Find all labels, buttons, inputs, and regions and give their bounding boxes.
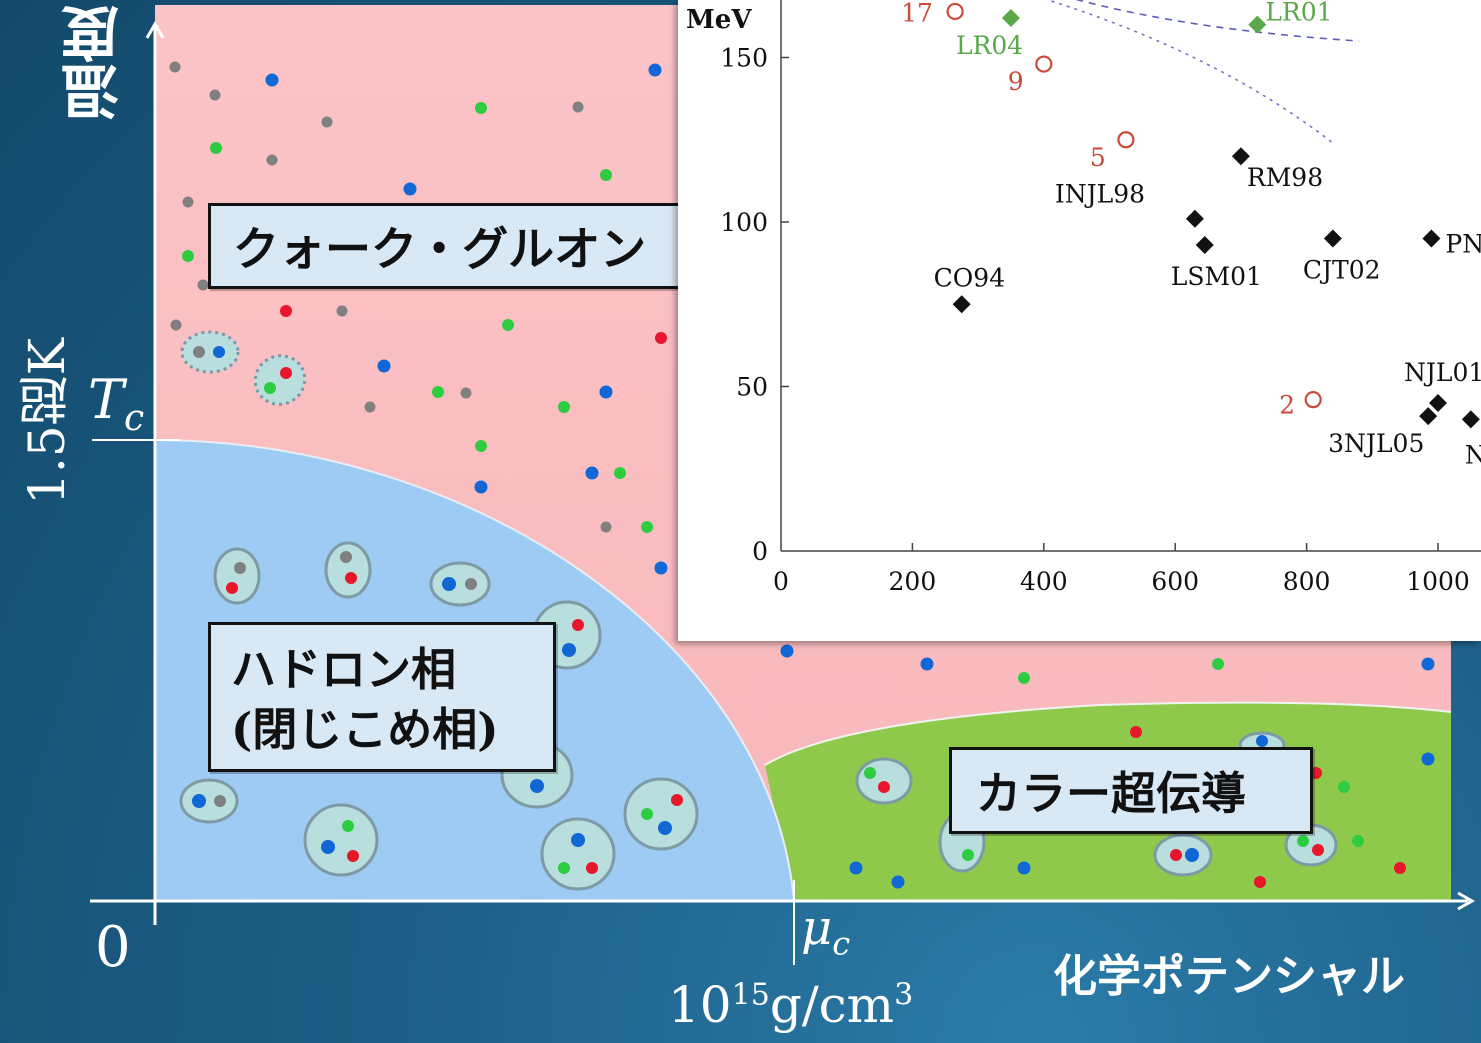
- inset-point-njl01: [1429, 393, 1447, 412]
- inset-point-2: [1304, 391, 1322, 409]
- inset-y-tick-label: 0: [752, 537, 768, 566]
- y-axis-arrow: [145, 20, 165, 39]
- inset-dashed-curve: [1075, 0, 1360, 42]
- csc-label: カラー超伝導: [949, 747, 1313, 834]
- x-axis-title: 化学ポテンシャル: [1053, 951, 1405, 1002]
- inset-point-label: INJL98: [1055, 180, 1145, 209]
- tc-label: Tc: [88, 368, 145, 439]
- inset-x-tick-label: 1000: [1406, 567, 1470, 596]
- inset-point-label: 9: [1008, 67, 1024, 96]
- inset-x-tick-label: 0: [773, 567, 789, 596]
- inset-point-co94: [952, 295, 971, 314]
- inset-point-label: RM98: [1247, 163, 1323, 192]
- inset-x-tick-label: 400: [1020, 567, 1068, 596]
- y-axis-title: 温度: [61, 5, 129, 121]
- inset-y-tick-label: 150: [720, 44, 768, 73]
- csc-boundary-line: [764, 701, 1452, 766]
- origin-label: 0: [95, 915, 131, 980]
- inset-point-9: [1035, 55, 1053, 73]
- hadron-quarks: [192, 551, 1324, 874]
- density-label: 1015g/cm3: [668, 976, 914, 1034]
- free-particles: [169, 61, 1435, 889]
- inset-y-tick-label: 100: [720, 208, 768, 237]
- inset-point-label: LSM01: [1171, 262, 1262, 291]
- inset-point-label: LR04: [956, 31, 1023, 60]
- inset-point-nj: [1461, 410, 1480, 429]
- inset-point-lsm01: [1195, 236, 1214, 255]
- qgp-label: クォーク・グルオン: [208, 203, 728, 289]
- inset-point-lr04: [1001, 9, 1020, 28]
- inset-point-5: [1117, 131, 1135, 149]
- hadron-label-line2: (閉じこめ相): [231, 703, 499, 756]
- phase-boundary-line: [154, 439, 795, 902]
- inset-x-tick-label: 600: [1151, 567, 1199, 596]
- inset-point-label: CO94: [934, 263, 1005, 292]
- inset-point-injl98: [1185, 209, 1204, 228]
- qgp-label-text: クォーク・グルオン: [233, 222, 647, 276]
- inset-point-label: CJT02: [1303, 255, 1381, 284]
- inset-point-label: 17: [901, 0, 933, 27]
- inset-point-label: PN: [1445, 229, 1481, 258]
- inset-y-axis-label: MeV: [686, 5, 752, 35]
- y-axis-value: 1.5超K: [18, 338, 76, 505]
- inset-point-cjt02: [1323, 229, 1342, 248]
- dotted-pairs: [180, 330, 307, 406]
- inset-point-rm98: [1231, 147, 1250, 166]
- inset-x-tick-label: 800: [1283, 567, 1331, 596]
- inset-x-tick-label: 200: [889, 567, 937, 596]
- inset-point-3njl05: [1419, 407, 1438, 426]
- hadron-label-line1: ハドロン相: [231, 643, 457, 696]
- x-axis-arrow: [1457, 891, 1476, 911]
- inset-point-label: NJL01: [1404, 358, 1481, 387]
- inset-point-label: NJ: [1465, 440, 1481, 469]
- hadron-label: ハドロン相 (閉じこめ相): [208, 622, 556, 772]
- inset-point-label: LR01: [1265, 0, 1332, 27]
- inset-point-label: 3NJL05: [1328, 429, 1424, 458]
- inset-y-tick-label: 50: [736, 373, 768, 402]
- inset-point-lr01: [1248, 15, 1267, 34]
- inset-point-pn: [1422, 229, 1441, 248]
- inset-point-17: [946, 2, 964, 21]
- mu-label: μc: [801, 900, 851, 963]
- inset-point-label: 5: [1090, 143, 1106, 172]
- csc-label-text: カラー超伝導: [976, 767, 1247, 820]
- inset-point-label: 2: [1279, 391, 1295, 420]
